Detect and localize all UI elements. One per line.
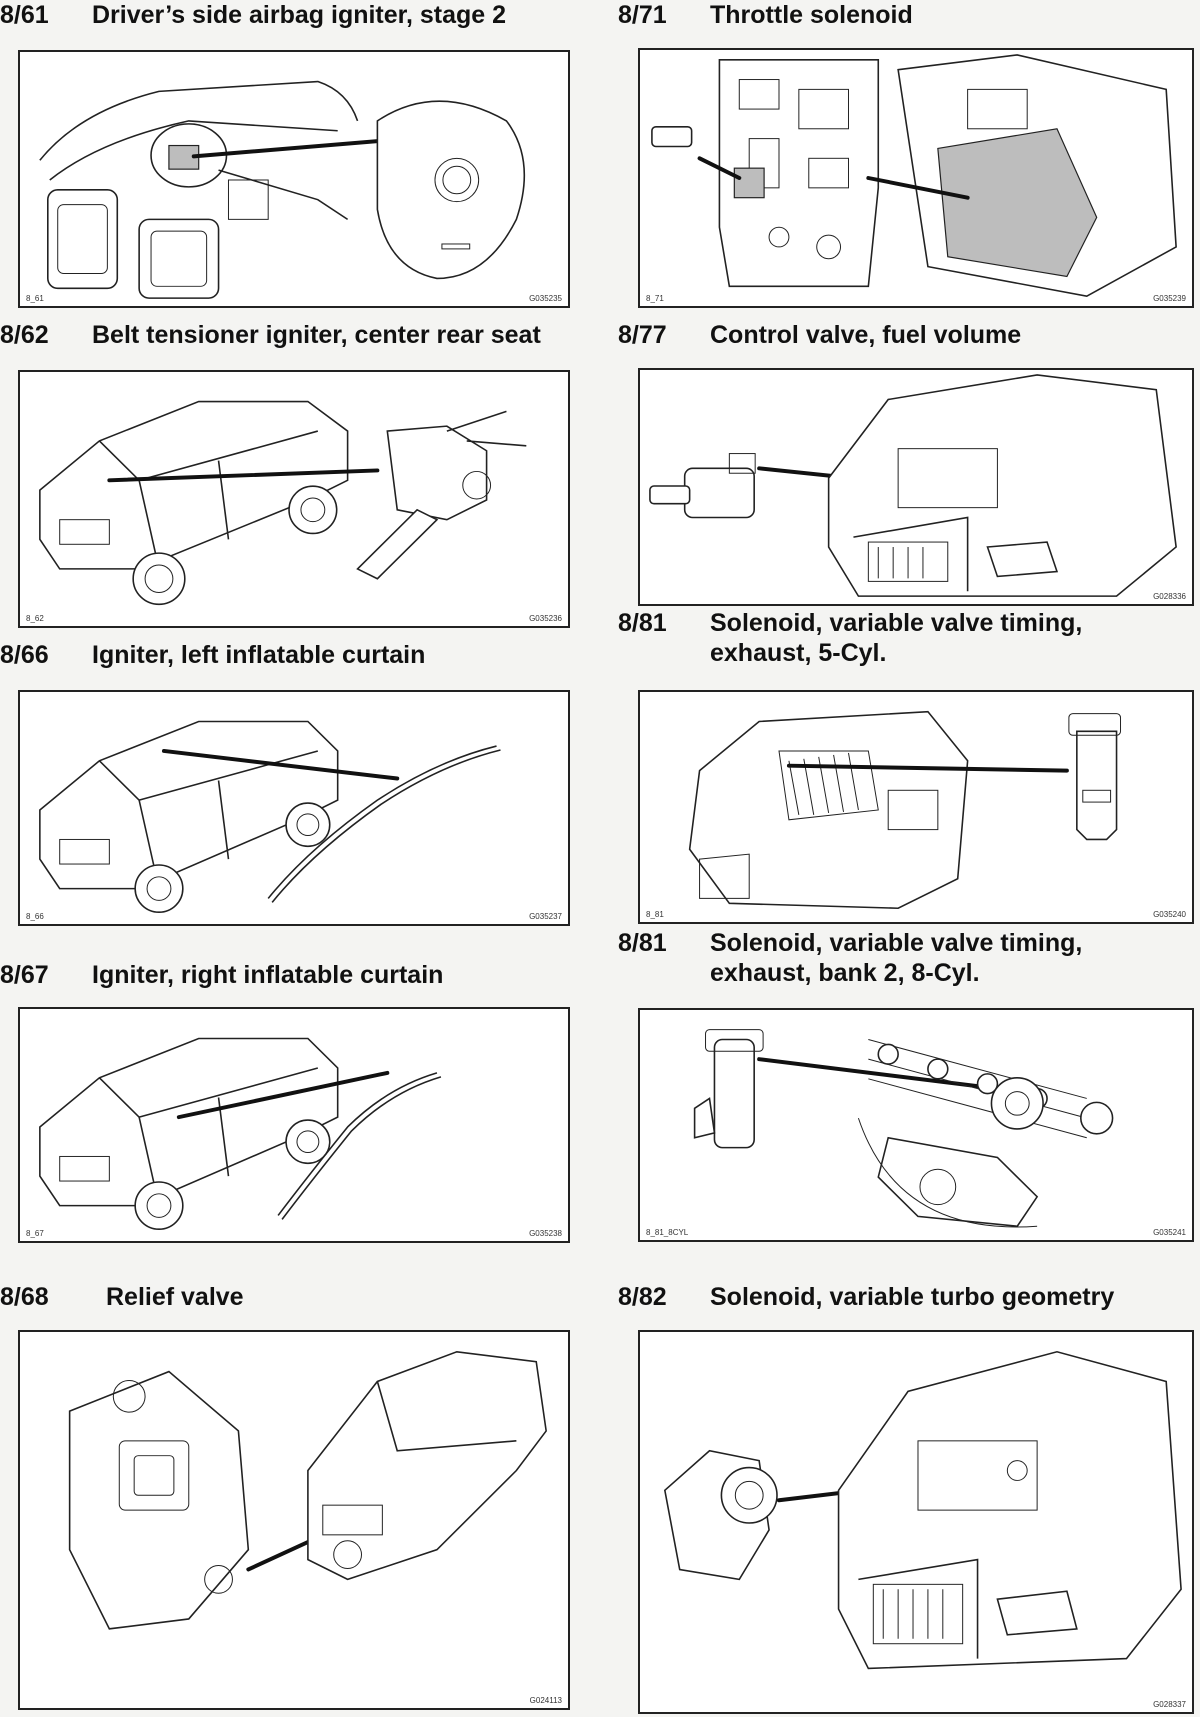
entry-code: 8/81 <box>618 929 667 957</box>
entry-title: Relief valve <box>106 1283 244 1311</box>
figure-vvt-8cyl: 8_81_8CYL G035241 <box>638 1008 1194 1242</box>
figure-code: G024113 <box>529 1696 562 1705</box>
figure-driver-airbag: 8_61 G035235 <box>18 50 570 308</box>
figure-code: G028337 <box>1153 1700 1186 1709</box>
entry-title: Solenoid, variable valve timing, exhaust… <box>710 928 1082 988</box>
entry-code: 8/67 <box>0 961 49 989</box>
entry-code: 8/82 <box>618 1283 667 1311</box>
illustration-camshafts-8cyl-solenoid <box>693 1029 1114 1228</box>
figure-turbo-geometry-solenoid: G028337 <box>638 1330 1194 1714</box>
entry-title-line: exhaust, bank 2, 8-Cyl. <box>710 959 980 987</box>
figure-fuel-volume-valve: G028336 <box>638 368 1194 606</box>
illustration-engine-bay-turbo-solenoid <box>663 1350 1182 1670</box>
figure-relief-valve: G024113 <box>18 1330 570 1710</box>
figure-code: G028336 <box>1153 592 1186 601</box>
entry-title: Control valve, fuel volume <box>710 321 1022 349</box>
entry-title-line: Solenoid, variable valve timing, <box>710 609 1083 637</box>
entry-code: 8/68 <box>0 1283 49 1311</box>
entry-title: Igniter, right inflatable curtain <box>92 961 444 989</box>
illustration-sedan-left-curtain <box>39 720 501 913</box>
entry-title: Solenoid, variable valve timing, exhaust… <box>710 608 1082 668</box>
entry-code: 8/62 <box>0 321 49 349</box>
illustration-valve-body-transmission <box>651 54 1177 297</box>
entry-title: Driver’s side airbag igniter, stage 2 <box>92 1 507 29</box>
figure-id: 8_66 <box>26 912 44 921</box>
entry-title-line: Solenoid, variable valve timing, <box>710 929 1083 957</box>
illustration-engine-bay-fuel-valve <box>649 374 1177 597</box>
entry-title: Igniter, left inflatable curtain <box>92 641 426 669</box>
figure-id: 8_61 <box>26 294 44 303</box>
entry-code: 8/61 <box>0 1 49 29</box>
figure-code: G035235 <box>529 294 562 303</box>
entry-title: Solenoid, variable turbo geometry <box>710 1283 1115 1311</box>
entry-title: Belt tensioner igniter, center rear seat <box>92 321 541 349</box>
entry-title-line: exhaust, 5-Cyl. <box>710 639 887 667</box>
illustration-sedan-belt-tensioner <box>39 400 527 606</box>
figure-id: 8_81 <box>646 910 664 919</box>
illustration-car-interior-airbag <box>39 80 526 299</box>
left-column: 8/61 Driver’s side airbag igniter, stage… <box>0 0 570 1717</box>
entry-title: Throttle solenoid <box>710 1 913 29</box>
figure-code: G035241 <box>1153 1228 1186 1237</box>
entry-code: 8/77 <box>618 321 667 349</box>
right-column: 8/71 Throttle solenoid 8_71 G035 <box>618 0 1194 1717</box>
figure-code: G035236 <box>529 614 562 623</box>
figure-code: G035238 <box>529 1229 562 1238</box>
figure-code: G035240 <box>1153 910 1186 919</box>
entry-code: 8/71 <box>618 1 667 29</box>
figure-code: G035237 <box>529 912 562 921</box>
figure-code: G035239 <box>1153 294 1186 303</box>
figure-belt-tensioner: 8_62 G035236 <box>18 370 570 628</box>
illustration-sedan-right-curtain <box>39 1037 442 1230</box>
figure-right-curtain: 8_67 G035238 <box>18 1007 570 1243</box>
figure-id: 8_81_8CYL <box>646 1228 689 1237</box>
entry-code: 8/66 <box>0 641 49 669</box>
entry-code: 8/81 <box>618 609 667 637</box>
illustration-relief-valve-car <box>68 1350 547 1630</box>
figure-left-curtain: 8_66 G035237 <box>18 690 570 926</box>
illustration-engine-5cyl-solenoid <box>688 710 1122 910</box>
figure-id: 8_71 <box>646 294 664 303</box>
figure-id: 8_62 <box>26 614 44 623</box>
figure-vvt-5cyl: 8_81 G035240 <box>638 690 1194 924</box>
figure-id: 8_67 <box>26 1229 44 1238</box>
figure-throttle-solenoid: 8_71 G035239 <box>638 48 1194 308</box>
